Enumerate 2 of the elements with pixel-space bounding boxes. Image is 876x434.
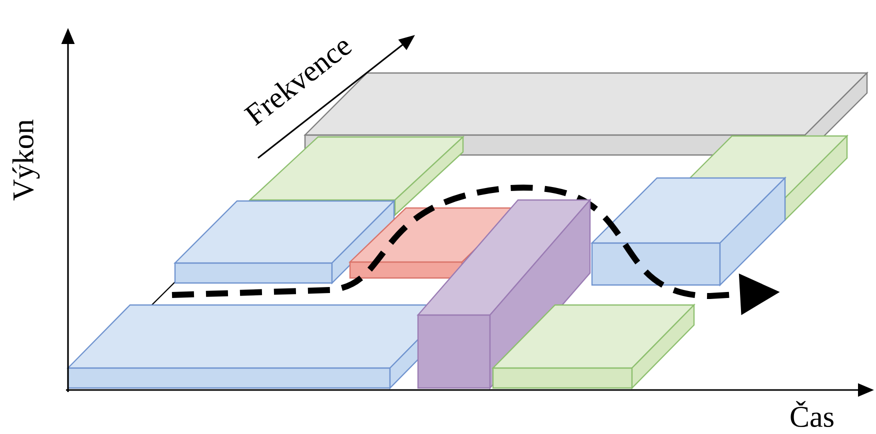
axis-label: Výkon [12,120,40,200]
axis-label: Čas [790,400,834,428]
